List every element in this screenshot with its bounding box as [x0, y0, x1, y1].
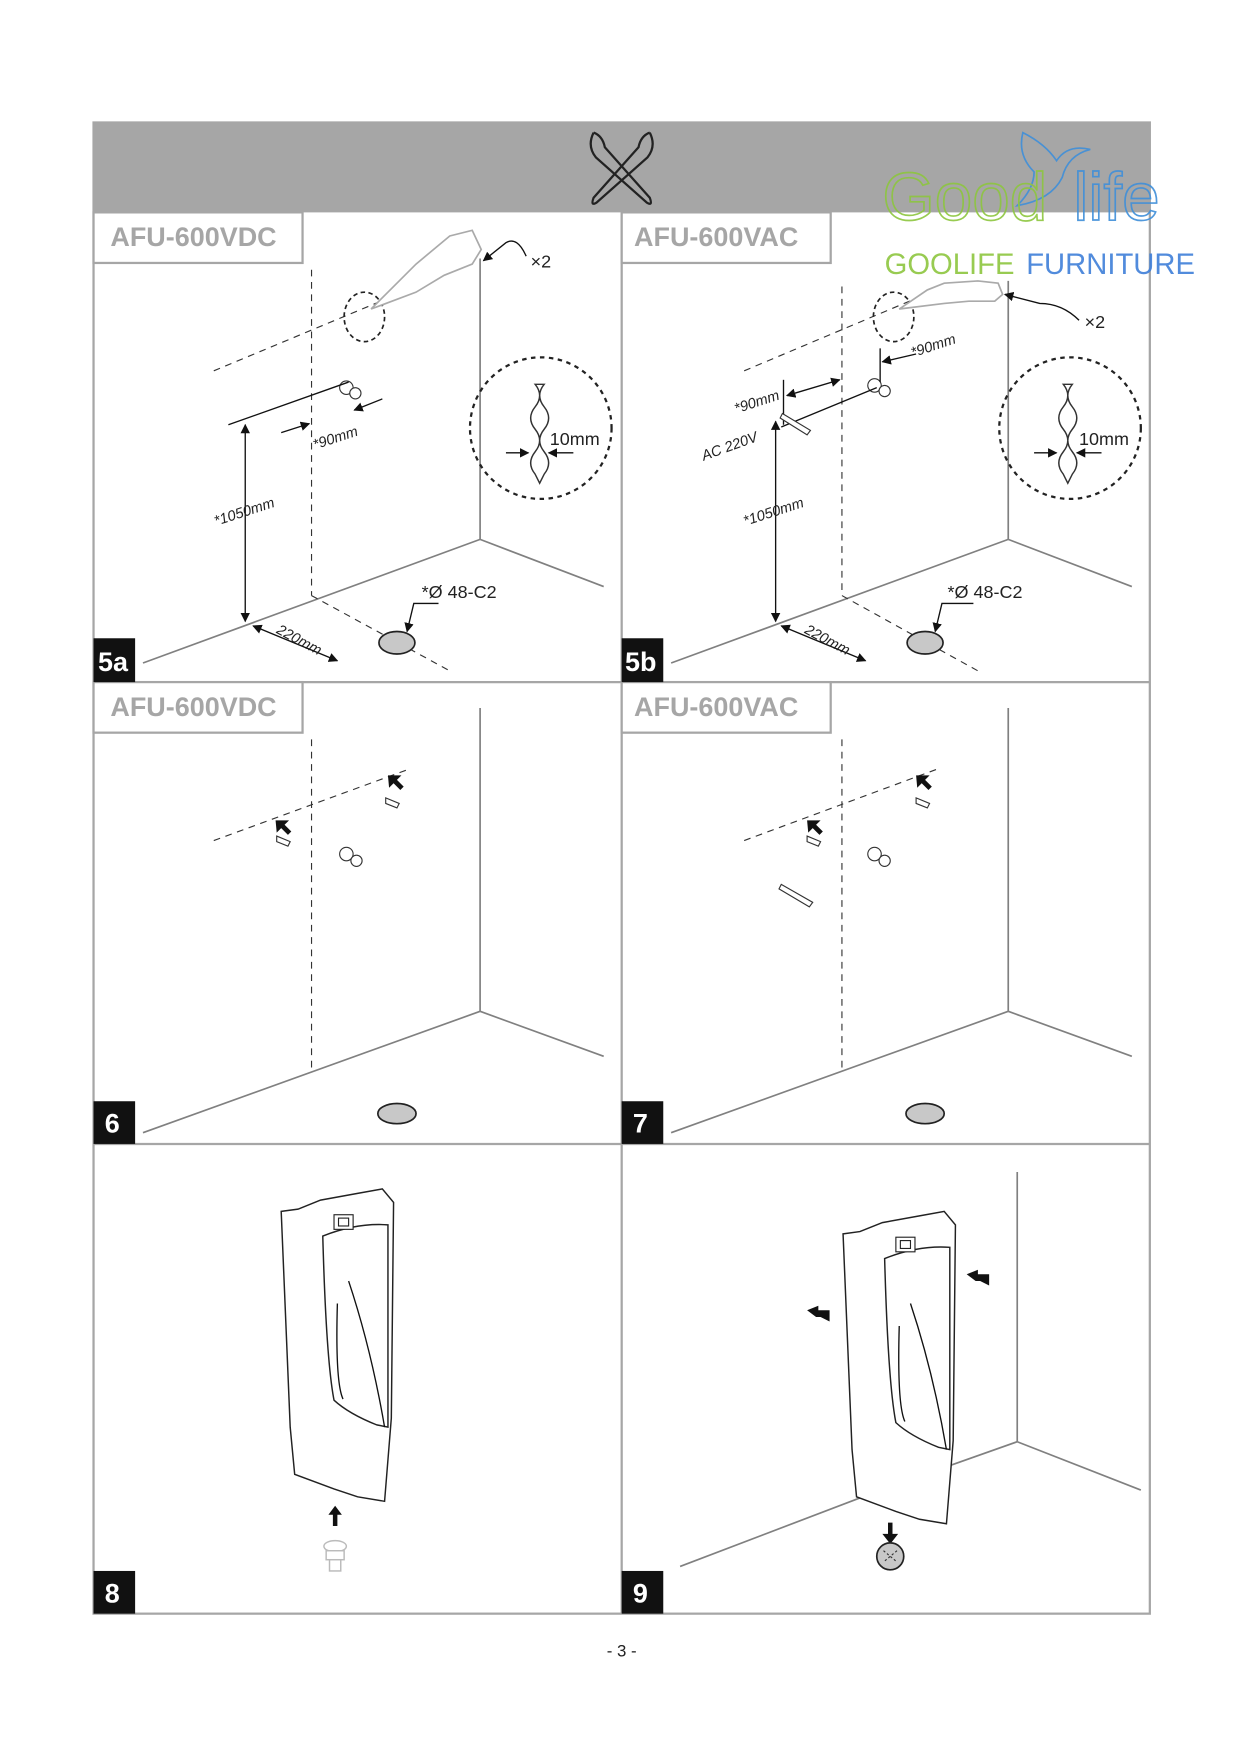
panel-8-diagram: [280, 1188, 395, 1572]
svg-text:8: 8: [105, 1578, 120, 1608]
waste-fitting-icon: [323, 1539, 348, 1572]
drill-bit-detail-icon: [998, 356, 1142, 501]
push-arrow-icon: [966, 1269, 990, 1286]
svg-text:*Ø 48-C2: *Ø 48-C2: [948, 582, 1023, 602]
drain-hole-icon: [905, 1102, 946, 1125]
drain-hole-icon: [906, 630, 944, 655]
hummingbird-icon: [1014, 131, 1091, 207]
drill-bit-detail-icon: [468, 356, 613, 501]
wall-plug-icon: [385, 796, 400, 809]
power-cable-icon: [778, 883, 814, 908]
svg-text:9: 9: [633, 1578, 648, 1608]
step-badge-5a: 5a: [93, 638, 136, 683]
step-badge-5b: 5b: [621, 638, 664, 683]
svg-text:5a: 5a: [98, 647, 129, 677]
angle-valve-icon: [867, 846, 891, 867]
angle-valve-icon: [867, 378, 891, 398]
step-badge-9: 9: [621, 1570, 664, 1614]
panel-5b-diagram: *90mm *90mm AC 220V *1050mm 220mm *Ø 48-…: [670, 280, 1142, 672]
svg-text:10mm: 10mm: [1079, 429, 1129, 449]
svg-text:Good: Good: [882, 160, 1047, 235]
step-badge-8: 8: [93, 1570, 136, 1614]
panel-6-diagram: [142, 707, 604, 1134]
drain-hole-icon: [875, 1542, 905, 1571]
angle-valve-icon: [339, 846, 363, 867]
step-badge-7: 7: [621, 1101, 664, 1144]
goodlife-watermark: Good life GOOLIFE FURNITURE: [882, 131, 1195, 281]
svg-text:×2: ×2: [531, 251, 552, 271]
wrench-icon: [589, 131, 654, 205]
panel-7-diagram: [670, 707, 1133, 1134]
svg-text:×2: ×2: [1085, 312, 1106, 332]
svg-text:AFU-600VDC: AFU-600VDC: [110, 692, 276, 722]
wall-plug-icon: [276, 835, 291, 847]
power-cable-icon: [779, 412, 812, 436]
svg-text:7: 7: [633, 1109, 648, 1139]
step-badge-6: 6: [93, 1101, 136, 1144]
svg-text:GOOLIFE: GOOLIFE: [885, 249, 1015, 281]
anchor-arrow-icon: [387, 775, 404, 790]
down-arrow-icon: [882, 1522, 899, 1544]
panel-9-diagram: [679, 1172, 1142, 1571]
urinal-icon: [280, 1188, 395, 1503]
svg-text:10mm: 10mm: [550, 429, 600, 449]
svg-text:AFU-600VDC: AFU-600VDC: [110, 222, 276, 252]
model-label-5b: AFU-600VAC: [620, 211, 832, 265]
svg-text:5b: 5b: [625, 647, 656, 677]
svg-text:AFU-600VAC: AFU-600VAC: [634, 692, 798, 722]
panel-5a-diagram: ×2 *90mm *1050mm 220mm *Ø 48-C2 10mm: [142, 229, 613, 672]
svg-text:life: life: [1073, 160, 1159, 235]
anchor-arrow-icon: [275, 820, 292, 835]
model-label-7: AFU-600VAC: [620, 680, 832, 734]
drill-icon: [370, 229, 483, 310]
svg-text:6: 6: [105, 1109, 120, 1139]
anchor-arrow-icon: [807, 820, 823, 835]
drain-hole-icon: [378, 630, 416, 655]
drill-icon: [898, 280, 1004, 310]
wall-plug-icon: [915, 796, 931, 809]
wall-plug-icon: [806, 835, 822, 847]
anchor-arrow-icon: [916, 775, 932, 790]
drain-hole-icon: [376, 1102, 417, 1125]
svg-text:FURNITURE: FURNITURE: [1026, 249, 1195, 281]
model-label-5a: AFU-600VDC: [92, 211, 304, 265]
svg-text:*Ø 48-C2: *Ø 48-C2: [422, 582, 497, 602]
model-label-6: AFU-600VDC: [92, 680, 304, 734]
up-arrow-icon: [328, 1505, 342, 1527]
urinal-icon: [842, 1210, 957, 1525]
svg-text:AFU-600VAC: AFU-600VAC: [634, 222, 798, 252]
page-number: - 3 -: [607, 1641, 637, 1660]
push-arrow-icon: [807, 1305, 830, 1322]
